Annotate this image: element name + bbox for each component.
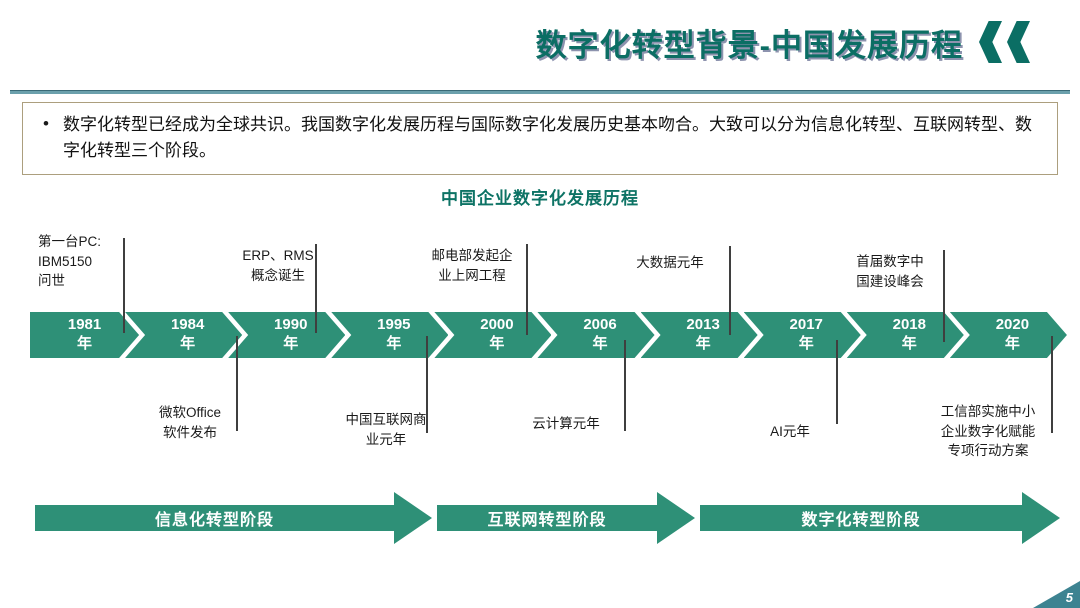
timeline-arrow-2017: 2017 年 — [744, 312, 861, 358]
connector-line — [729, 246, 731, 335]
timeline-arrow-2013: 2013 年 — [641, 312, 758, 358]
milestone-label-1990: ERP、RMS 概念诞生 — [242, 248, 314, 283]
page-number: 5 — [1065, 590, 1073, 605]
timeline: 1981 年 1984 年 1990 年 1995 年 2000 年 2006 … — [30, 312, 1067, 358]
connector-line — [315, 244, 317, 333]
year-label: 2000 — [480, 316, 514, 334]
milestone-label-1981: 第一台PC: IBM5150 问世 — [38, 234, 102, 289]
connector-line — [123, 238, 125, 333]
year-label: 1995 — [377, 316, 411, 334]
timeline-arrow-1990: 1990 年 — [228, 312, 345, 358]
year-label: 2013 — [686, 316, 720, 334]
connector-line — [624, 340, 626, 431]
year-suffix: 年 — [1004, 335, 1020, 352]
year-suffix: 年 — [798, 335, 814, 352]
year-label: 1990 — [274, 316, 308, 334]
connector-line — [236, 336, 238, 431]
timeline-arrow-2006: 2006 年 — [537, 312, 654, 358]
milestone-label-2018: 首届数字中 国建设峰会 — [856, 254, 924, 289]
milestone-label-2006: 云计算元年 — [532, 416, 600, 431]
year-suffix: 年 — [695, 335, 711, 352]
year-label: 2017 — [789, 316, 823, 334]
left-chevron-icon — [1007, 21, 1030, 63]
milestone-label-2020: 工信部实施中小 企业数字化赋能 专项行动方案 — [940, 404, 1036, 459]
year-label: 2020 — [995, 316, 1030, 334]
year-suffix: 年 — [386, 335, 402, 352]
stage-arrow-informatization: 信息化转型阶段 — [35, 492, 432, 544]
timeline-arrow-1984: 1984 年 — [125, 312, 242, 358]
year-label: 2006 — [583, 316, 617, 334]
connector-line — [1051, 336, 1053, 433]
year-suffix: 年 — [77, 335, 93, 352]
timeline-arrow-1995: 1995 年 — [331, 312, 448, 358]
year-suffix: 年 — [592, 335, 608, 352]
double-left-chevron-icon — [979, 21, 1030, 63]
slide-header: 数字化转型背景-中国发展历程 — [0, 16, 1030, 68]
year-label: 1981 — [67, 316, 102, 334]
milestone-label-2000: 邮电部发起企 业上网工程 — [431, 248, 513, 283]
year-suffix: 年 — [180, 335, 196, 352]
connector-line — [426, 336, 428, 433]
bullet-point: • — [43, 114, 49, 133]
timeline-heading: 中国企业数字化发展历程 — [441, 189, 639, 208]
timeline-arrow-2018: 2018 年 — [847, 312, 964, 358]
timeline-arrow-2000: 2000 年 — [434, 312, 551, 358]
intro-text-box: • 数字化转型已经成为全球共识。我国数字化发展历程与国际数字化发展历史基本吻合。… — [22, 102, 1058, 175]
year-suffix: 年 — [489, 335, 505, 352]
timeline-arrow-2020: 2020 年 — [950, 312, 1067, 358]
connector-line — [836, 340, 838, 424]
milestone-label-2013: 大数据元年 — [636, 255, 704, 270]
year-label: 1984 — [170, 316, 205, 334]
header-divider-line — [10, 90, 1070, 94]
page-title: 数字化转型背景-中国发展历程 — [535, 27, 963, 63]
left-chevron-icon — [979, 21, 1002, 63]
connector-line — [943, 250, 945, 342]
intro-text: 数字化转型已经成为全球共识。我国数字化发展历程与国际数字化发展历史基本吻合。大致… — [62, 115, 1032, 161]
milestone-label-1995: 中国互联网商 业元年 — [345, 412, 427, 447]
stage-arrow-digital: 数字化转型阶段 — [700, 492, 1060, 544]
milestone-label-1984: 微软Office 软件发布 — [158, 405, 221, 440]
year-label: 2018 — [892, 316, 926, 334]
year-suffix: 年 — [901, 335, 917, 352]
connector-line — [526, 244, 528, 335]
timeline-arrow-1981: 1981 年 — [30, 312, 139, 358]
milestone-label-2017: AI元年 — [770, 424, 810, 439]
stage-arrow-internet: 互联网转型阶段 — [437, 492, 695, 544]
year-suffix: 年 — [283, 335, 299, 352]
